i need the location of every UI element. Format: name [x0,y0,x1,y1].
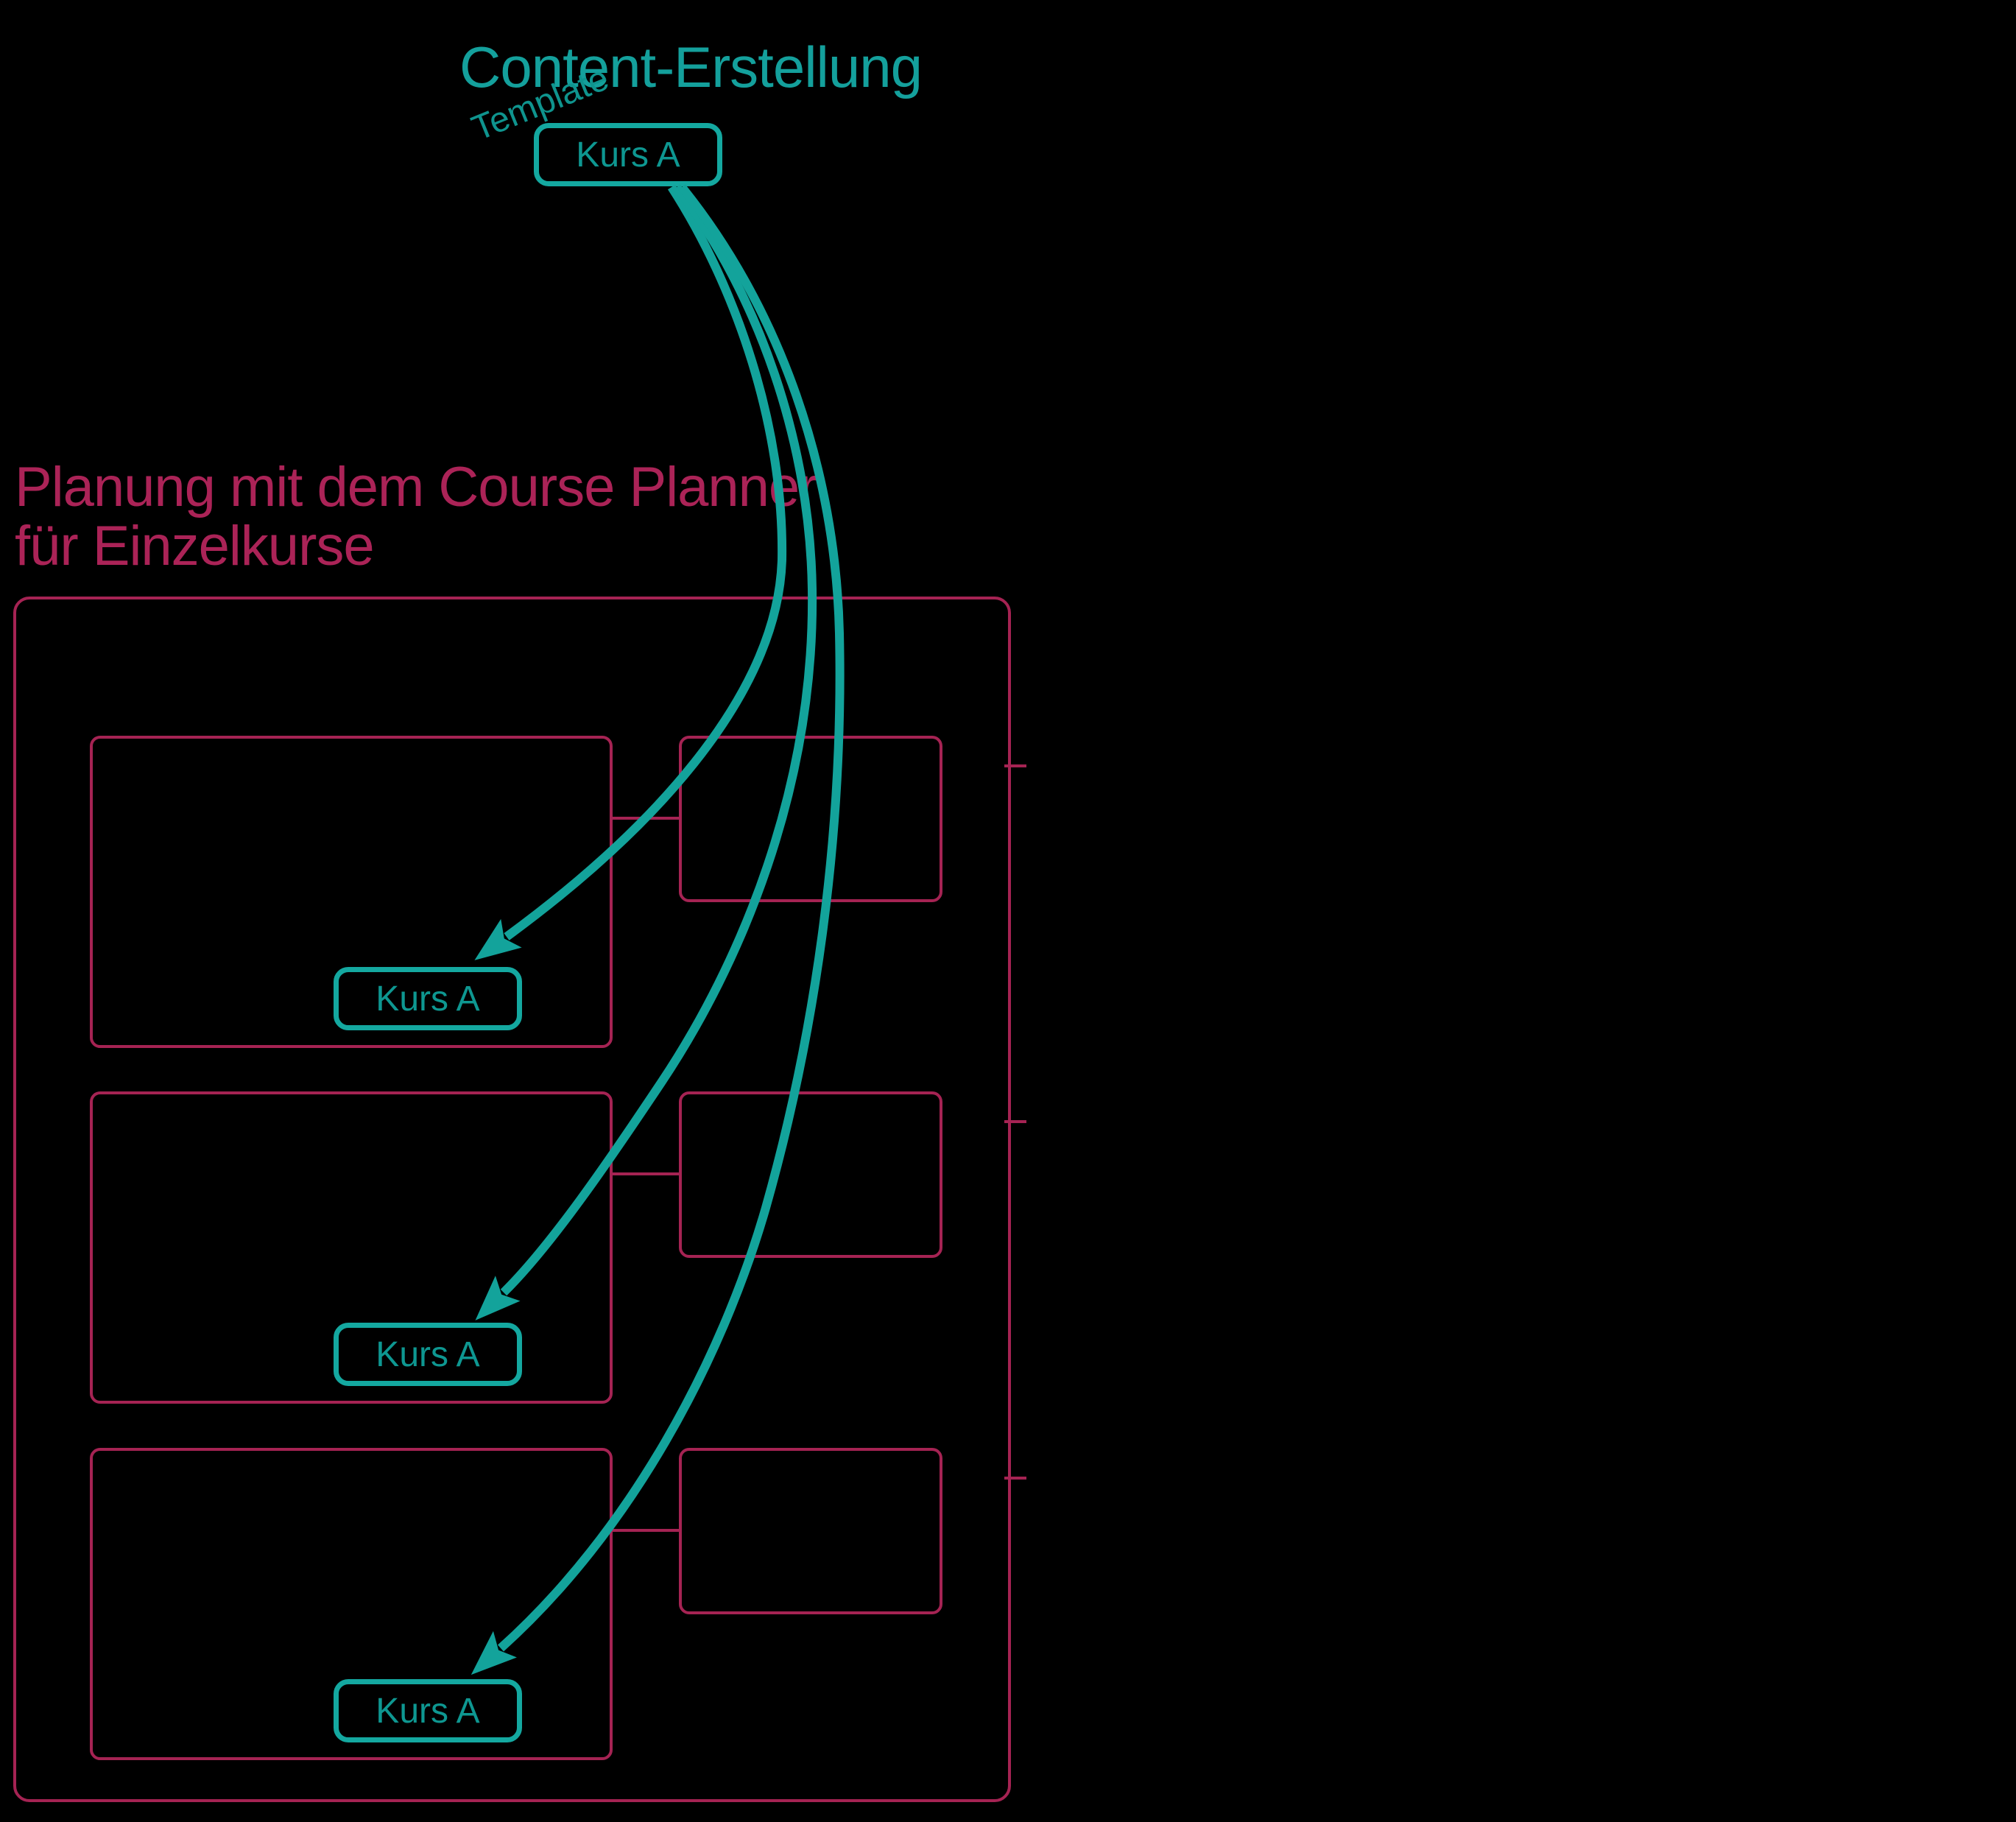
detail-box-row3 [679,1448,942,1614]
plan-box-row3: Kurs A [90,1448,613,1760]
frame-edge-tick-row2 [1004,1120,1026,1123]
plan-box-row1: Kurs A [90,736,613,1048]
connector-row3 [611,1529,680,1532]
detail-box-row2 [679,1091,942,1258]
course-node-row2: Kurs A [334,1323,522,1386]
planner-heading: Planung mit dem Course Planner für Einze… [15,458,817,576]
template-course-node-label: Kurs A [576,135,680,175]
template-course-node: Kurs A [534,123,722,186]
connector-row1 [611,817,680,820]
frame-edge-tick-row3 [1004,1477,1026,1480]
course-node-row1: Kurs A [334,967,522,1030]
course-node-row3-label: Kurs A [376,1691,480,1731]
planner-heading-line1: Planung mit dem Course Planner [15,456,817,518]
content-section-title: Content-Erstellung [459,35,923,99]
plan-box-row2: Kurs A [90,1091,613,1404]
planner-heading-line2: für Einzelkurse [15,515,375,577]
course-node-row3: Kurs A [334,1679,522,1742]
course-node-row1-label: Kurs A [376,979,480,1019]
connector-row2 [611,1172,680,1175]
course-node-row2-label: Kurs A [376,1334,480,1374]
frame-edge-tick-row1 [1004,764,1026,767]
detail-box-row1 [679,736,942,902]
